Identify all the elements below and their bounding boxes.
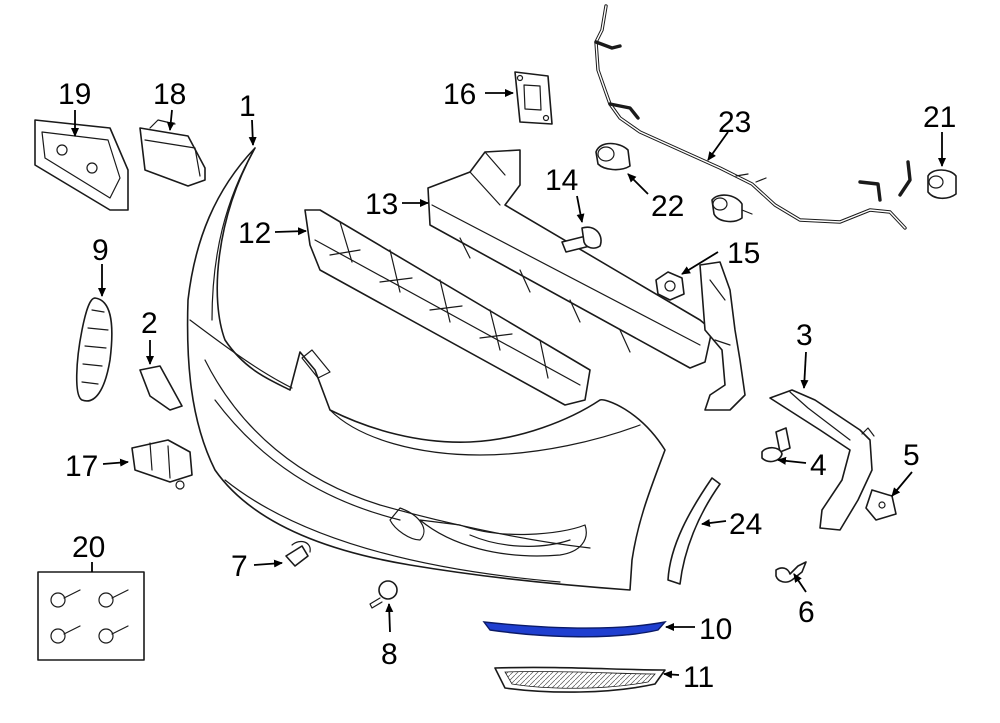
- callout-15: 15: [727, 237, 760, 270]
- callout-21: 21: [923, 101, 956, 134]
- callout-24: 24: [729, 508, 762, 541]
- callout-3: 3: [796, 319, 813, 352]
- callout-7: 7: [231, 550, 248, 583]
- callout-14: 14: [545, 164, 578, 197]
- bolt-kit[interactable]: [37, 571, 145, 661]
- leader-arrows: [71, 89, 946, 679]
- callout-19: 19: [58, 78, 91, 111]
- callout-11: 11: [683, 661, 714, 694]
- clip-5[interactable]: [865, 489, 897, 521]
- callout-9: 9: [92, 234, 109, 267]
- callout-13: 13: [365, 188, 398, 221]
- callout-17: 17: [65, 450, 98, 483]
- callout-18: 18: [153, 78, 186, 111]
- callout-6: 6: [798, 596, 815, 629]
- callout-numbers: 1 2 3 4 5 6 7 8 9 10 11 12 13 14 15 16 1…: [58, 78, 956, 694]
- lower-molding-highlighted[interactable]: [482, 620, 667, 638]
- connector[interactable]: [131, 439, 193, 490]
- bolt-7[interactable]: [285, 540, 311, 567]
- bolt-14[interactable]: [561, 226, 602, 253]
- nut-15[interactable]: [655, 271, 685, 301]
- rivet-6[interactable]: [775, 561, 807, 583]
- push-pin[interactable]: [369, 580, 398, 609]
- callout-2: 2: [141, 307, 158, 340]
- grille-insert[interactable]: [75, 297, 113, 402]
- side-bracket[interactable]: [769, 389, 875, 531]
- callout-12: 12: [238, 217, 271, 250]
- callout-22: 22: [651, 190, 684, 223]
- parking-sensors[interactable]: [595, 142, 753, 223]
- wheel-molding[interactable]: [667, 477, 721, 585]
- energy-absorber[interactable]: [304, 209, 591, 406]
- callout-20: 20: [72, 531, 105, 564]
- callout-5: 5: [903, 439, 920, 472]
- callout-8: 8: [381, 638, 398, 671]
- callout-23: 23: [718, 106, 751, 139]
- license-bracket[interactable]: [34, 119, 129, 211]
- sensor-21[interactable]: [927, 169, 957, 200]
- callout-4: 4: [810, 449, 827, 482]
- bolt-4[interactable]: [761, 427, 791, 463]
- wiring-harness[interactable]: [594, 4, 912, 230]
- bracket[interactable]: [514, 71, 553, 125]
- callout-10: 10: [699, 613, 732, 646]
- reinforcement-beam[interactable]: [427, 149, 746, 411]
- callout-16: 16: [443, 78, 476, 111]
- bumper-cover[interactable]: [186, 147, 666, 591]
- trim-cap[interactable]: [139, 365, 183, 411]
- sensor-module[interactable]: [139, 119, 206, 187]
- lower-grille[interactable]: [494, 666, 666, 693]
- callout-1: 1: [239, 90, 256, 123]
